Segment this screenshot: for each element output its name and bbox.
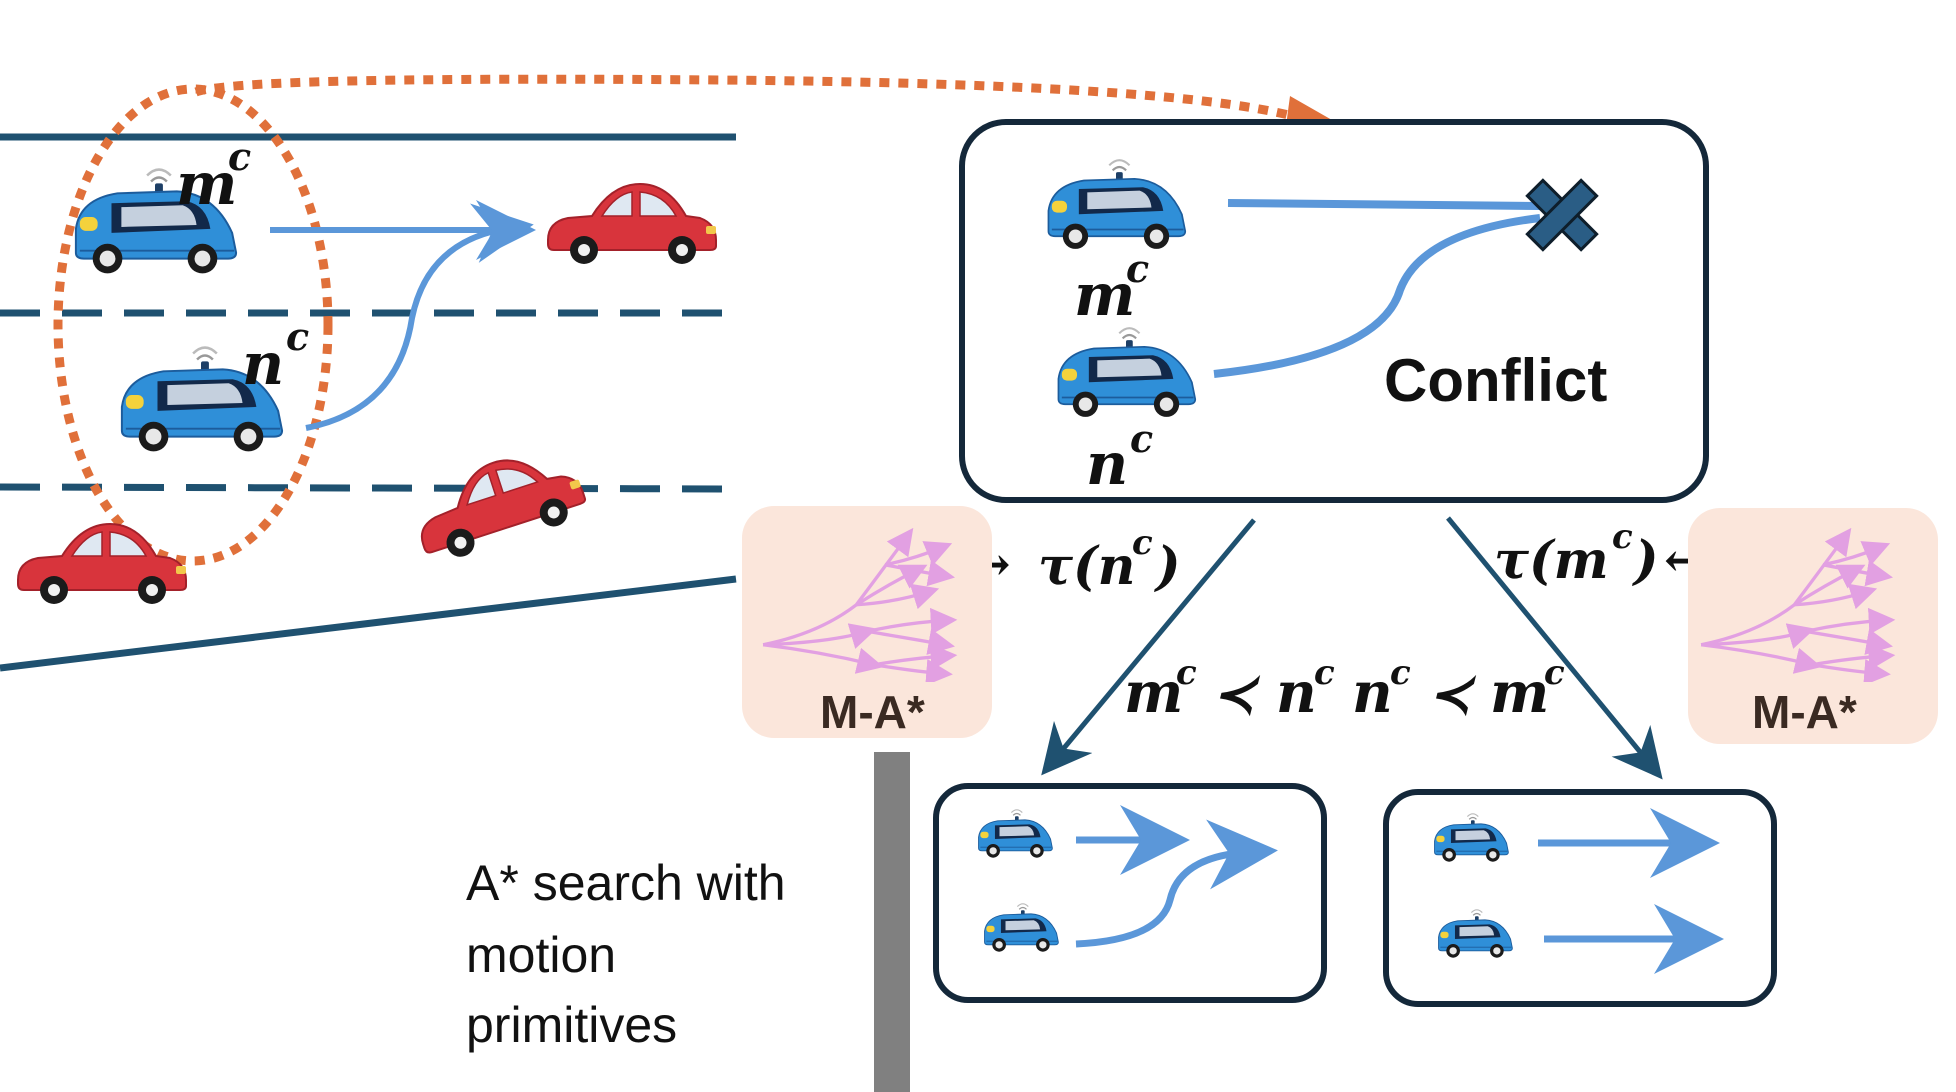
- prec-left-symbol: ≺: [1212, 664, 1261, 725]
- dotted-link-arrowhead: [1286, 96, 1332, 126]
- label-m-conflict: m: [1074, 261, 1135, 329]
- road-scene: m c n c: [0, 74, 1332, 672]
- pole: [874, 752, 910, 1092]
- label-m-road-sup: c: [228, 134, 251, 179]
- precedence-right: n c ≺ m c: [1352, 653, 1565, 726]
- dotted-link-arrow: [194, 74, 1302, 123]
- label-tau-m: τ(m: [1494, 530, 1609, 591]
- ma-star-panel-bg: [1688, 508, 1938, 744]
- ma-star-panel-left: M-A*: [742, 506, 992, 738]
- conflict-node: Conflict m c n c: [959, 119, 1709, 503]
- lane-divider-2: [0, 483, 737, 493]
- label-n-conflict: n: [1086, 430, 1128, 498]
- branch-arrow-left: [1041, 518, 1256, 776]
- conflict-trajectory-m: [1227, 199, 1541, 210]
- ma-star-label-right: M-A*: [1752, 686, 1857, 738]
- prec-right-m-sup: c: [1544, 653, 1565, 693]
- label-n-road: n: [242, 330, 284, 398]
- astar-description-line3: primitives: [466, 997, 677, 1053]
- prec-left-m-sup: c: [1176, 653, 1197, 693]
- astar-description-line1: A* search with: [466, 855, 786, 911]
- trajectory-n-lane-change: [305, 203, 534, 431]
- label-tau-m-close: ): [1632, 530, 1659, 591]
- ma-star-panel-right: M-A*: [1688, 508, 1938, 744]
- ma-star-label-left: M-A*: [820, 686, 925, 738]
- label-m-road: m: [176, 150, 237, 218]
- prec-right-n-sup: c: [1390, 653, 1411, 693]
- precedence-left: m c ≺ n c: [1124, 653, 1335, 726]
- prec-right-symbol: ≺: [1428, 664, 1477, 725]
- label-m-conflict-sup: c: [1126, 246, 1149, 291]
- conflict-x-icon: [1525, 178, 1599, 252]
- red-car-icon-front: [547, 183, 717, 265]
- child-node-left: [933, 783, 1327, 1003]
- conflict-label: Conflict: [1384, 347, 1607, 414]
- agents-selection-ellipse: [53, 84, 333, 566]
- astar-description-line2: motion: [466, 927, 616, 983]
- prec-right-m: m: [1490, 660, 1549, 726]
- branch-arrow-right: [1446, 516, 1663, 780]
- prec-right-n: n: [1352, 660, 1393, 726]
- label-tau-n-sup: c: [1132, 523, 1153, 563]
- label-tau-n: τ(n: [1038, 536, 1135, 597]
- prec-left-m: m: [1124, 660, 1183, 726]
- prec-left-n-sup: c: [1314, 653, 1335, 693]
- prec-left-n: n: [1276, 660, 1317, 726]
- child-box-left: [933, 783, 1327, 1003]
- label-tau-m-sup: c: [1612, 517, 1633, 557]
- child-node-right: [1383, 789, 1777, 1007]
- ma-star-panel-bg: [742, 506, 992, 738]
- red-car-icon-bottom-left: [17, 523, 187, 605]
- child-left-trajectory-bottom: [1075, 819, 1278, 948]
- label-tau-n-close: ): [1154, 536, 1181, 597]
- conflict-trajectory-n: [1213, 214, 1541, 378]
- red-car-icon-merging: [404, 438, 592, 569]
- road-bottom-edge: [0, 575, 737, 672]
- child-box-right: [1383, 789, 1777, 1007]
- label-n-conflict-sup: c: [1130, 416, 1153, 461]
- label-n-road-sup: c: [286, 314, 309, 359]
